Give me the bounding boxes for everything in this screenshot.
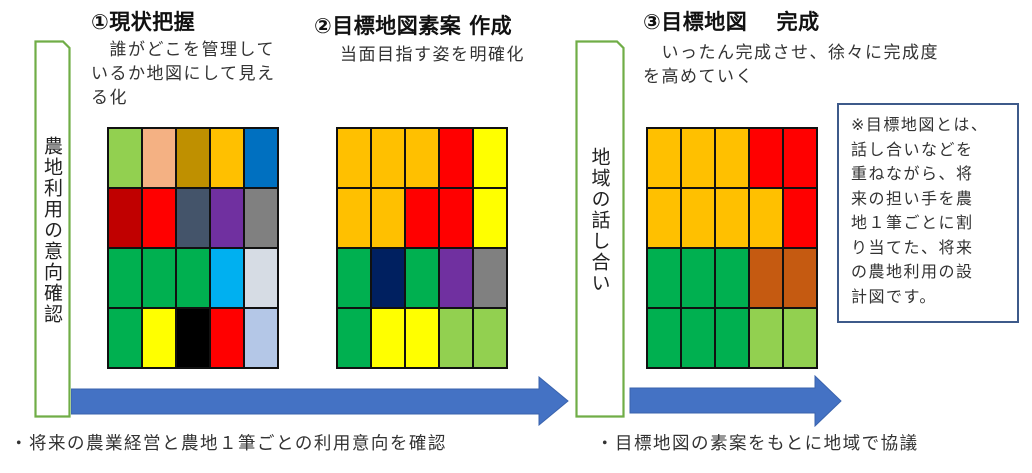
- land-parcel-cell: [784, 189, 816, 247]
- land-parcel-cell: [716, 129, 748, 187]
- land-parcel-cell: [716, 309, 748, 367]
- note-line: の農地利用の設: [851, 262, 974, 281]
- land-parcel-cell: [440, 129, 472, 187]
- land-parcel-cell: [648, 189, 680, 247]
- note-line: 来の担い手を農: [851, 188, 974, 208]
- land-parcel-cell: [177, 249, 209, 307]
- land-parcel-cell: [245, 189, 277, 247]
- land-parcel-cell: [109, 189, 141, 247]
- land-parcel-cell: [716, 189, 748, 247]
- land-parcel-cell: [109, 129, 141, 187]
- land-parcel-cell: [109, 309, 141, 367]
- step2-title: ②目標地図素案 作成: [314, 14, 513, 38]
- caption-intent-confirmation: ・将来の農業経営と農地１筆ごとの利用意向を確認: [10, 434, 447, 454]
- land-parcel-cell: [474, 249, 506, 307]
- step3-title: ③目標地図 完成: [643, 10, 820, 34]
- land-parcel-cell: [245, 249, 277, 307]
- land-parcel-cell: [682, 129, 714, 187]
- land-parcel-cell: [406, 249, 438, 307]
- land-parcel-cell: [440, 189, 472, 247]
- progress-arrow-2: [629, 375, 844, 427]
- land-parcel-cell: [648, 309, 680, 367]
- step1-desc-line3: る化: [91, 88, 128, 108]
- step2-description: 当面目指す姿を明確化: [340, 43, 525, 67]
- land-parcel-cell: [338, 249, 370, 307]
- land-parcel-cell: [784, 249, 816, 307]
- progress-arrow-1: [71, 376, 571, 426]
- note-line: 地１筆ごとに割: [851, 213, 974, 232]
- phase-box-local-discussion: 地域の話し合い: [575, 40, 625, 418]
- land-parcel-cell: [211, 309, 243, 367]
- land-parcel-cell: [406, 309, 438, 367]
- land-parcel-cell: [750, 189, 782, 247]
- land-parcel-cell: [474, 309, 506, 367]
- note-line: り当てた、将来: [851, 237, 974, 257]
- land-parcel-cell: [177, 309, 209, 367]
- land-parcel-cell: [372, 309, 404, 367]
- land-parcel-cell: [177, 189, 209, 247]
- step3-desc-line2: を高めていく: [643, 67, 754, 87]
- land-parcel-cell: [245, 129, 277, 187]
- land-parcel-cell: [406, 189, 438, 247]
- right-arrow-icon: [71, 376, 569, 426]
- land-parcel-cell: [143, 129, 175, 187]
- land-parcel-cell: [474, 129, 506, 187]
- step1-description: 誰がどこを管理して いるか地図にして見え る化: [91, 38, 301, 110]
- step2-desc-line1: 当面目指す姿を明確化: [340, 45, 525, 65]
- phase-box-outline: [34, 40, 71, 418]
- target-map-definition-note: ※目標地図とは、 話し合いなどを 重ねながら、将 来の担い手を農 地１筆ごとに割…: [837, 103, 1019, 323]
- step3-description: いったん完成させ、徐々に完成度 を高めていく: [643, 41, 1023, 89]
- land-parcel-cell: [682, 189, 714, 247]
- note-line: ※目標地図とは、: [851, 115, 989, 134]
- land-parcel-cell: [338, 129, 370, 187]
- land-parcel-cell: [109, 249, 141, 307]
- land-parcel-cell: [143, 189, 175, 247]
- step1-title: ①現状把握: [91, 10, 196, 34]
- phase-box-outline: [575, 40, 625, 418]
- phase-box-intent-confirmation: 農地利用の意向確認: [34, 40, 71, 418]
- land-parcel-cell: [750, 249, 782, 307]
- land-parcel-cell: [716, 249, 748, 307]
- land-parcel-cell: [211, 189, 243, 247]
- map-grid-current-state: [107, 127, 279, 369]
- land-parcel-cell: [338, 189, 370, 247]
- land-parcel-cell: [211, 249, 243, 307]
- land-parcel-cell: [143, 309, 175, 367]
- note-line: 話し合いなどを: [851, 139, 974, 159]
- note-line: 計図です。: [851, 286, 937, 306]
- phase-label-local-discussion: 地域の話し合い: [588, 146, 611, 294]
- land-parcel-cell: [682, 249, 714, 307]
- land-parcel-cell: [440, 309, 472, 367]
- land-parcel-cell: [784, 309, 816, 367]
- map-grid-draft-target: [336, 127, 508, 369]
- note-line: 重ねながら、将: [851, 164, 974, 183]
- right-arrow-icon: [629, 375, 842, 427]
- land-parcel-cell: [750, 309, 782, 367]
- land-parcel-cell: [372, 129, 404, 187]
- step3-desc-line1: いったん完成させ、徐々に完成度: [643, 43, 939, 63]
- map-grid-final-target: [646, 127, 818, 369]
- land-parcel-cell: [177, 129, 209, 187]
- land-parcel-cell: [372, 249, 404, 307]
- land-parcel-cell: [474, 189, 506, 247]
- land-parcel-cell: [143, 249, 175, 307]
- step1-desc-line1: 誰がどこを管理して: [91, 40, 275, 60]
- phase-label-intent-confirmation: 農地利用の意向確認: [41, 135, 63, 325]
- land-parcel-cell: [784, 129, 816, 187]
- land-parcel-cell: [372, 189, 404, 247]
- land-parcel-cell: [750, 129, 782, 187]
- land-parcel-cell: [648, 129, 680, 187]
- land-parcel-cell: [682, 309, 714, 367]
- step1-desc-line2: いるか地図にして見え: [91, 64, 276, 84]
- land-parcel-cell: [245, 309, 277, 367]
- land-parcel-cell: [338, 309, 370, 367]
- land-parcel-cell: [211, 129, 243, 187]
- land-parcel-cell: [440, 249, 472, 307]
- caption-local-discussion: ・目標地図の素案をもとに地域で協議: [596, 434, 919, 454]
- land-parcel-cell: [406, 129, 438, 187]
- land-parcel-cell: [648, 249, 680, 307]
